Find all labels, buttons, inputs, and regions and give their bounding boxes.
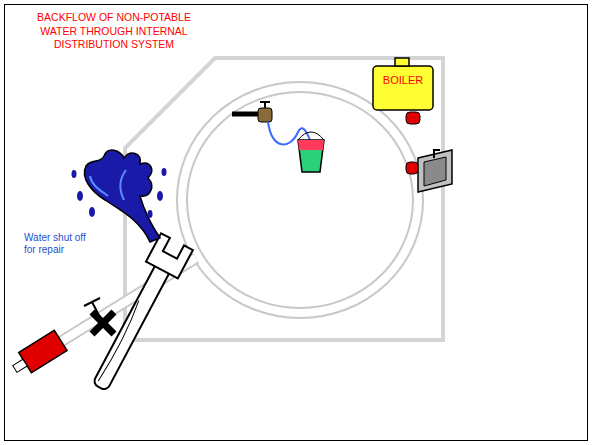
pipe-ring xyxy=(182,87,418,313)
building-outline xyxy=(125,58,443,340)
boiler-node: BOILER xyxy=(373,66,433,110)
faucet-hose-bucket xyxy=(232,102,324,172)
water-meter xyxy=(9,330,68,379)
shutoff-valve xyxy=(84,298,114,334)
boiler-connector xyxy=(406,112,420,124)
boiler-label: BOILER xyxy=(383,74,423,86)
pipe-ring-inner xyxy=(182,87,418,313)
water-leak-spray xyxy=(72,150,167,242)
sink xyxy=(406,150,452,192)
wrench xyxy=(84,233,193,396)
boiler-body xyxy=(373,58,433,110)
annotation-label: Water shut off for repair xyxy=(24,232,86,256)
diagram-title: BACKFLOW OF NON-POTABLE WATER THROUGH IN… xyxy=(28,11,200,52)
slide-frame xyxy=(5,5,588,441)
